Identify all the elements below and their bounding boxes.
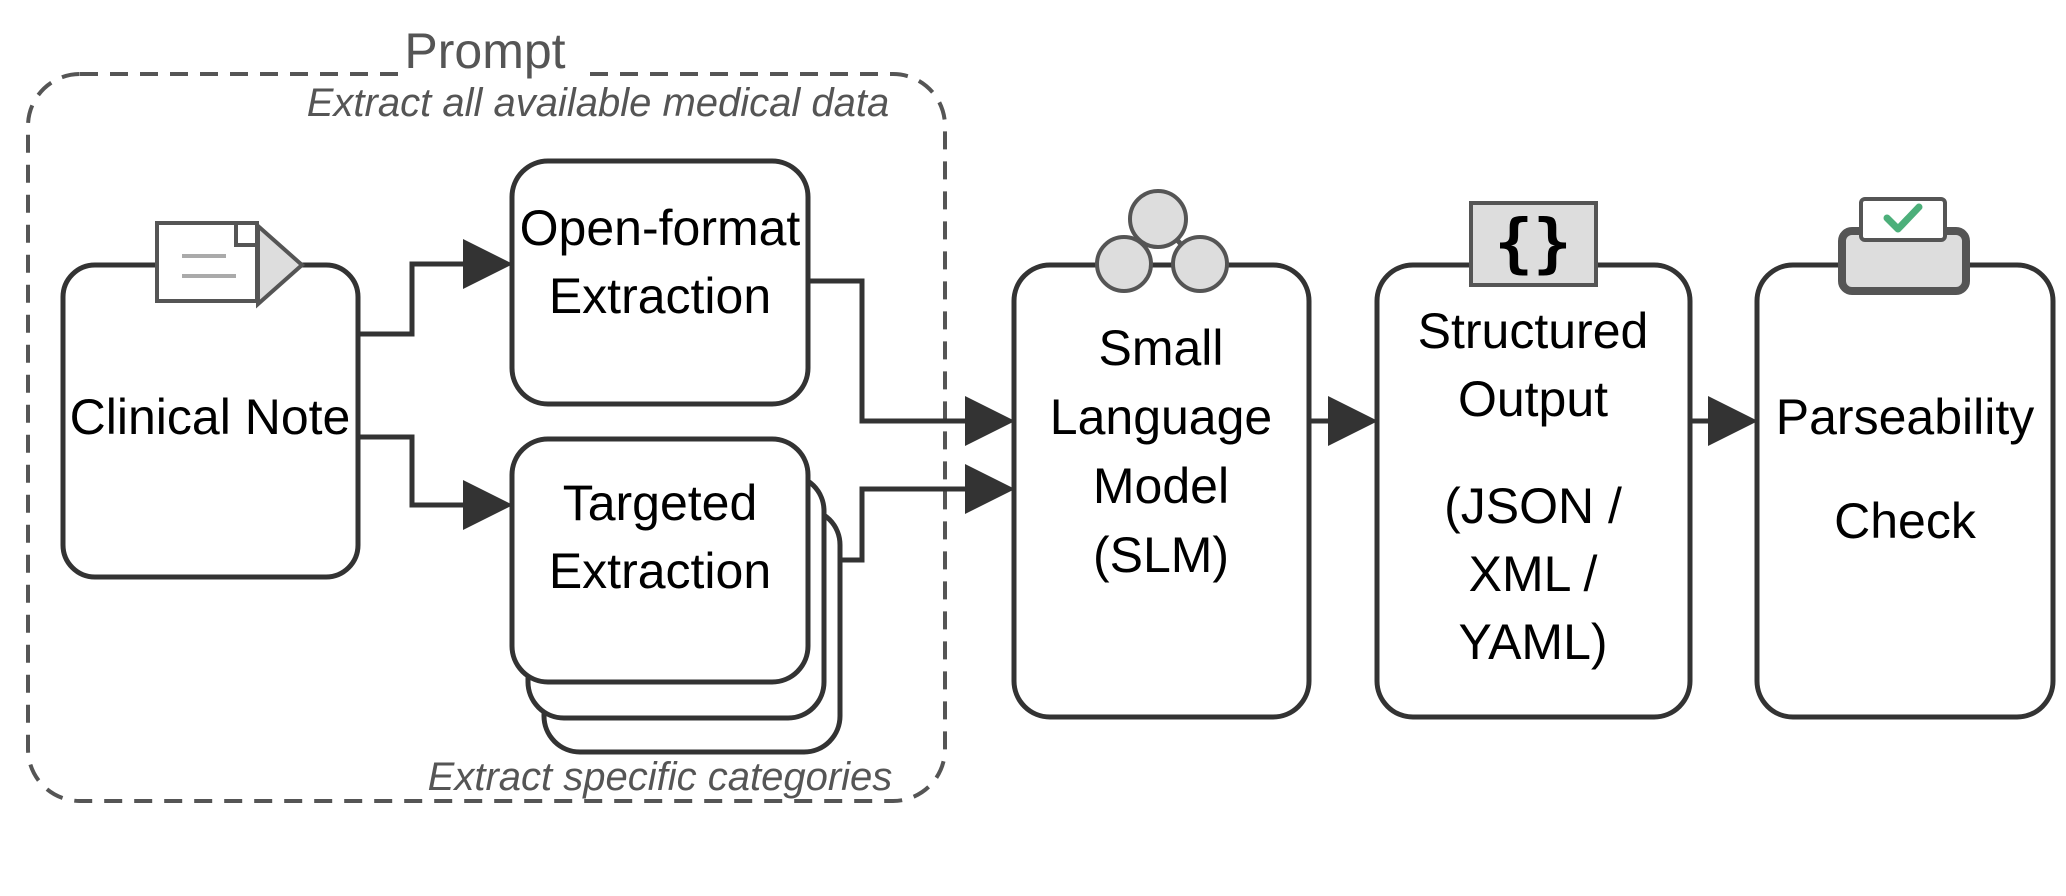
structured-line2: Output: [1458, 371, 1608, 427]
edge-open-to-slm: [808, 278, 1015, 446]
parseability-box: [1754, 262, 2056, 720]
slm-line2: Language: [1050, 389, 1272, 445]
document-send-icon: [155, 221, 306, 309]
open-format-box: [509, 158, 811, 407]
edge-note-to-targeted: [358, 434, 513, 530]
structured-line1: Structured: [1418, 303, 1649, 359]
prompt-top-note: Extract all available medical data: [307, 81, 890, 125]
clipboard-check-icon: [1838, 197, 1970, 295]
node-structured-output: {} Structured Output (JSON / XML / YAML): [1374, 201, 1693, 720]
curly-braces-icon: {}: [1469, 201, 1598, 287]
prompt-title: Prompt: [404, 23, 565, 79]
prompt-group: Prompt Extract all available medical dat…: [26, 23, 947, 803]
targeted-box: [509, 436, 811, 685]
targeted-line1: Targeted: [563, 475, 758, 531]
parseability-line2: Check: [1834, 493, 1977, 549]
parseability-line1: Parseability: [1776, 389, 2034, 445]
structured-line5: YAML): [1458, 614, 1607, 670]
slm-line3: Model: [1093, 458, 1229, 514]
edge-targeted-to-slm: [840, 464, 1015, 563]
node-targeted-extraction: Targeted Extraction: [509, 436, 843, 755]
structured-line4: XML /: [1469, 546, 1598, 602]
structured-line3: (JSON /: [1444, 478, 1622, 534]
targeted-line2: Extraction: [549, 543, 771, 599]
slm-box: [1011, 262, 1312, 720]
open-format-line2: Extraction: [549, 268, 771, 324]
node-parseability-check: Parseability Check: [1754, 197, 2056, 720]
prompt-title-mask: [400, 56, 578, 92]
open-format-line1: Open-format: [520, 200, 801, 256]
node-slm: Small Language Model (SLM): [1011, 189, 1312, 720]
network-nodes-icon: [1095, 189, 1229, 293]
edge-note-to-open: [358, 239, 513, 337]
slm-line1: Small: [1098, 320, 1223, 376]
prompt-bottom-note: Extract specific categories: [428, 755, 893, 799]
slm-line4: (SLM): [1093, 527, 1229, 583]
node-clinical-note: Clinical Note: [60, 221, 361, 580]
curly-braces-glyph: {}: [1494, 207, 1571, 281]
edges: [358, 239, 1758, 563]
node-open-format-extraction: Open-format Extraction: [509, 158, 811, 407]
clinical-note-label: Clinical Note: [70, 389, 351, 445]
